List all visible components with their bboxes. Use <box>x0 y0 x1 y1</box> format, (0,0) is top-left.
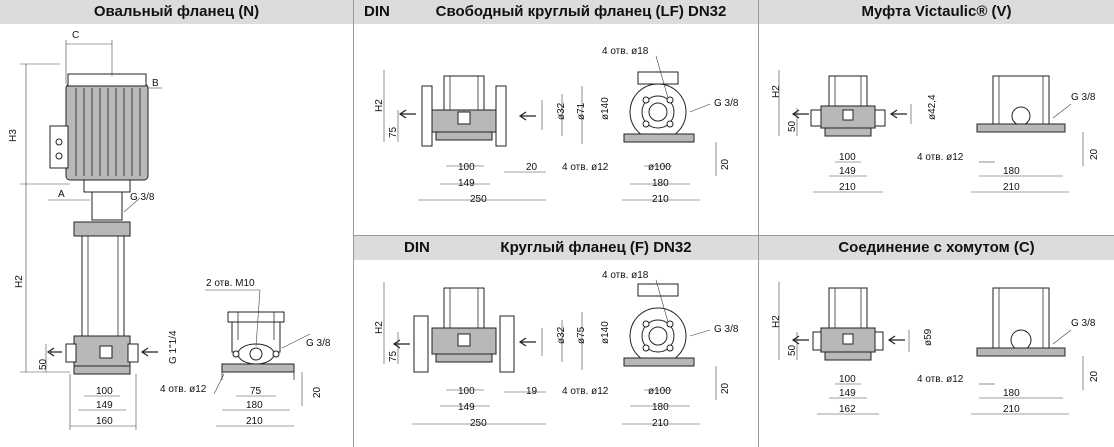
loose-flange-drawing: H2 75 ø32 ø71 ø140 4 отв. ø18 G 3/8 100 … <box>374 46 739 205</box>
label-C: C <box>72 30 79 41</box>
label-G38-side: G 3/8 <box>306 338 331 349</box>
oval-flange-drawing: C B A H3 H2 50 G 3/8 G 1"1/4 2 отв. M10 … <box>8 30 331 430</box>
label-162: 162 <box>839 404 856 415</box>
label-d424: ø42,4 <box>927 94 938 120</box>
label-149: 149 <box>96 400 113 411</box>
label-250: 250 <box>470 418 487 429</box>
label-75: 75 <box>388 350 399 362</box>
label-149: 149 <box>458 402 475 413</box>
label-d100: ø100 <box>648 162 671 173</box>
panel-title: Овальный фланец (N) <box>93 3 260 20</box>
panel-title: Соединение с хомутом (C) <box>838 239 1035 256</box>
label-210: 210 <box>839 182 856 193</box>
panel-header: Овальный фланец (N) <box>0 0 353 24</box>
label-100: 100 <box>458 162 475 173</box>
din-label: DIN <box>364 3 390 20</box>
round-flange-drawing: H2 75 ø32 ø75 ø140 4 отв. ø18 G 3/8 100 … <box>374 270 739 429</box>
label-50: 50 <box>38 358 49 370</box>
panel-header: DIN Круглый фланец (F) DN32 <box>354 236 758 260</box>
label-holes-12: 4 отв. ø12 <box>160 384 207 395</box>
panel-header: DIN Свободный круглый фланец (LF) DN32 <box>354 0 758 24</box>
label-H2: H2 <box>374 321 385 334</box>
din-label: DIN <box>404 239 430 256</box>
clamp-drawing: H2 50 ø59 G 3/8 100 149 162 4 отв. ø12 1… <box>771 282 1100 415</box>
label-100: 100 <box>839 152 856 163</box>
label-d71: ø71 <box>576 102 587 120</box>
panel-title: Круглый фланец (F) DN32 <box>500 239 692 256</box>
label-d32: ø32 <box>556 102 567 120</box>
label-G114: G 1"1/4 <box>168 330 179 364</box>
label-210: 210 <box>652 194 669 205</box>
label-149: 149 <box>458 178 475 189</box>
label-d75: ø75 <box>576 326 587 344</box>
label-149: 149 <box>839 388 856 399</box>
label-H2: H2 <box>771 315 782 328</box>
panel-clamp: Соединение с хомутом (C) H2 50 ø59 G 3/8… <box>759 236 1114 447</box>
label-H2: H2 <box>374 99 385 112</box>
label-20: 20 <box>1089 148 1100 160</box>
label-G38: G 3/8 <box>1071 318 1096 329</box>
label-holes-12: 4 отв. ø12 <box>562 162 609 173</box>
label-210: 210 <box>1003 404 1020 415</box>
label-H2: H2 <box>771 85 782 98</box>
label-holes-18: 4 отв. ø18 <box>602 46 649 57</box>
label-210b: 210 <box>1003 182 1020 193</box>
label-180: 180 <box>1003 166 1020 177</box>
label-A: A <box>58 189 65 200</box>
label-holes-18: 4 отв. ø18 <box>602 270 649 281</box>
label-180: 180 <box>652 178 669 189</box>
label-210: 210 <box>246 416 263 427</box>
label-180: 180 <box>246 400 263 411</box>
panel-title: Муфта Victaulic® (V) <box>861 3 1012 20</box>
label-100: 100 <box>458 386 475 397</box>
panel-header: Муфта Victaulic® (V) <box>759 0 1114 24</box>
label-180: 180 <box>652 402 669 413</box>
label-100: 100 <box>839 374 856 385</box>
label-180: 180 <box>1003 388 1020 399</box>
label-160: 160 <box>96 416 113 427</box>
label-20b: 20 <box>720 158 731 170</box>
label-20: 20 <box>312 386 323 398</box>
label-d140: ø140 <box>600 321 611 344</box>
label-20a: 20 <box>526 162 538 173</box>
label-G38: G 3/8 <box>130 192 155 203</box>
label-holes-12: 4 отв. ø12 <box>562 386 609 397</box>
label-H3: H3 <box>8 129 19 142</box>
label-50: 50 <box>787 120 798 132</box>
label-H2: H2 <box>14 275 25 288</box>
label-G38: G 3/8 <box>714 98 739 109</box>
label-250: 250 <box>470 194 487 205</box>
label-G38: G 3/8 <box>1071 92 1096 103</box>
label-19: 19 <box>526 386 538 397</box>
panel-round-flange: DIN Круглый фланец (F) DN32 H2 75 ø32 ø7… <box>354 236 759 447</box>
panel-header: Соединение с хомутом (C) <box>759 236 1114 260</box>
label-holes-12: 4 отв. ø12 <box>917 152 964 163</box>
label-holes-12: 4 отв. ø12 <box>917 374 964 385</box>
label-d59: ø59 <box>923 328 934 346</box>
panel-title: Свободный круглый фланец (LF) DN32 <box>435 3 727 20</box>
label-d140: ø140 <box>600 97 611 120</box>
label-d100: ø100 <box>648 386 671 397</box>
label-20: 20 <box>720 382 731 394</box>
label-holes-m10: 2 отв. M10 <box>206 278 255 289</box>
label-B: B <box>152 78 159 89</box>
label-210: 210 <box>652 418 669 429</box>
label-G38: G 3/8 <box>714 324 739 335</box>
label-75: 75 <box>250 386 262 397</box>
label-100: 100 <box>96 386 113 397</box>
label-d32: ø32 <box>556 326 567 344</box>
label-50: 50 <box>787 344 798 356</box>
label-149: 149 <box>839 166 856 177</box>
panel-loose-flange: DIN Свободный круглый фланец (LF) DN32 H… <box>354 0 759 236</box>
label-20: 20 <box>1089 370 1100 382</box>
panel-victaulic: Муфта Victaulic® (V) H2 50 ø42,4 G 3/8 1… <box>759 0 1114 236</box>
panel-oval-flange: Овальный фланец (N) <box>0 0 354 447</box>
victaulic-drawing: H2 50 ø42,4 G 3/8 100 149 210 4 отв. ø12… <box>771 70 1100 193</box>
label-75: 75 <box>388 126 399 138</box>
